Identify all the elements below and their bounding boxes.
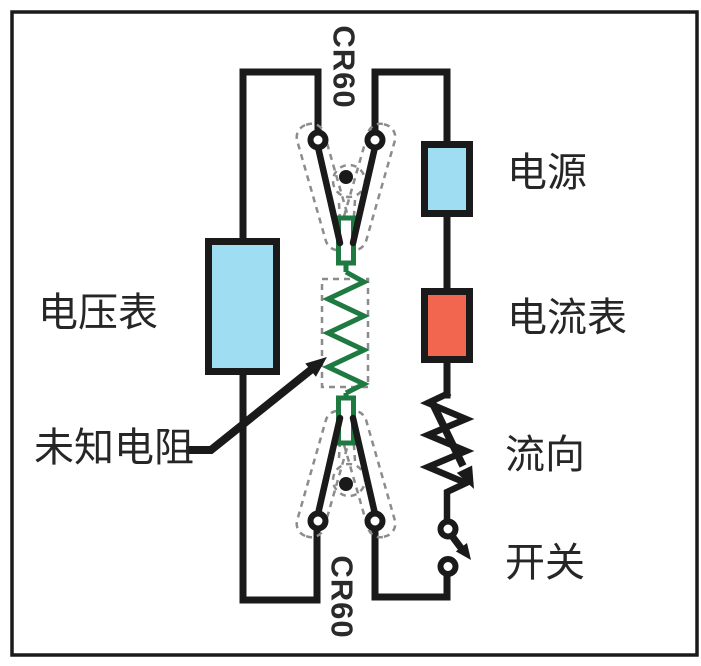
wires: [239, 68, 451, 604]
ammeter-box: [421, 288, 473, 363]
clamp-bottom-pivot-dot: [339, 477, 353, 491]
switch-label: 开关: [505, 540, 585, 585]
clamp-top-right-jaw: [349, 143, 379, 247]
clamp-bottom-left-hole: [307, 510, 329, 532]
pointer-shaft: [186, 365, 315, 454]
diagram-border: [10, 10, 699, 657]
clamp-bottom-symbol: [295, 395, 397, 539]
clamp-to-power-wire: [371, 68, 451, 149]
clamp-bottom-left-jaw: [314, 414, 344, 518]
voltmeter-label: 电压表: [38, 290, 158, 335]
clamp-top-left-hole: [307, 129, 329, 151]
resistor-dashed-outline: [320, 277, 370, 389]
clamp-top-symbol: [295, 122, 397, 266]
clamp-top-model-label: CR60: [327, 25, 362, 108]
clamp-top-right-hole: [364, 129, 386, 151]
unknown-resistor-symbol: [320, 263, 370, 402]
rheostat-arrow-head-icon: [456, 465, 474, 489]
rheostat-arrow-shaft: [428, 400, 467, 468]
voltmeter-box: [205, 238, 280, 375]
rheostat-zigzag: [419, 389, 475, 525]
clamp-bottom-right-jaw: [349, 414, 379, 518]
switch-blade: [449, 533, 464, 551]
power-supply-box: [421, 141, 473, 217]
power-supply-label: 电源: [507, 150, 587, 195]
voltmeter-top-wire: [239, 68, 322, 246]
clamp-top-pivot-dot: [339, 170, 353, 184]
unknown-resistor-pointer: [186, 357, 327, 454]
resistor-zigzag: [322, 269, 370, 396]
clamp-bottom-model-label: CR60: [325, 555, 360, 638]
ammeter-label: 电流表: [507, 295, 627, 340]
flow-direction-symbol: [419, 389, 475, 525]
flow-direction-label: 流向: [505, 432, 585, 477]
switch-arrow-head-icon: [455, 543, 471, 560]
clamp-bottom-right-hole: [364, 510, 386, 532]
switch-bottom-terminal: [437, 556, 459, 577]
unknown-resistor-label: 未知电阻: [34, 425, 194, 470]
switch-symbol: [437, 518, 471, 577]
switch-top-terminal: [437, 518, 459, 540]
pointer-arrow-head-icon: [305, 357, 327, 377]
voltmeter-bottom-wire: [239, 367, 321, 604]
clamp-top-left-jaw: [314, 143, 344, 247]
switch-to-clamp-wire: [371, 525, 451, 601]
